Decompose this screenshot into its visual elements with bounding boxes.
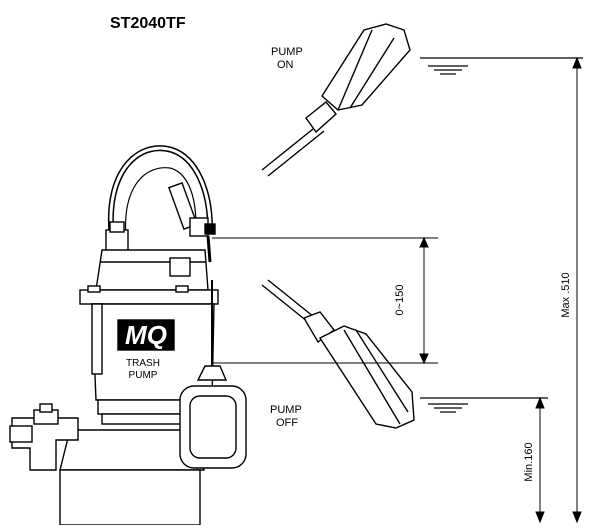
float-switch-off (261, 279, 415, 429)
water-level-on-symbol (420, 57, 583, 75)
dimension-min (535, 396, 545, 524)
model-title: ST2040TF (110, 15, 186, 32)
pump-off-label-line2: OFF (276, 417, 298, 429)
range-dimension-label: 0~150 (394, 285, 406, 316)
water-level-off-symbol (420, 397, 548, 413)
min-dimension-label: Min.160 (523, 442, 535, 481)
submersible-pump (9, 145, 247, 526)
pump-on-label-line1: PUMP (271, 46, 303, 58)
pump-on-label-line2: ON (277, 59, 294, 71)
pump-caption-line2: PUMP (129, 370, 158, 381)
dimension-range (212, 236, 438, 365)
mq-logo: MQ (125, 320, 167, 350)
dimension-max (572, 56, 582, 524)
max-dimension-label: Max .510 (560, 272, 572, 317)
pump-caption-line1: TRASH (126, 358, 160, 369)
float-switch-on (261, 23, 411, 177)
pump-off-label-line1: PUMP (270, 404, 302, 416)
